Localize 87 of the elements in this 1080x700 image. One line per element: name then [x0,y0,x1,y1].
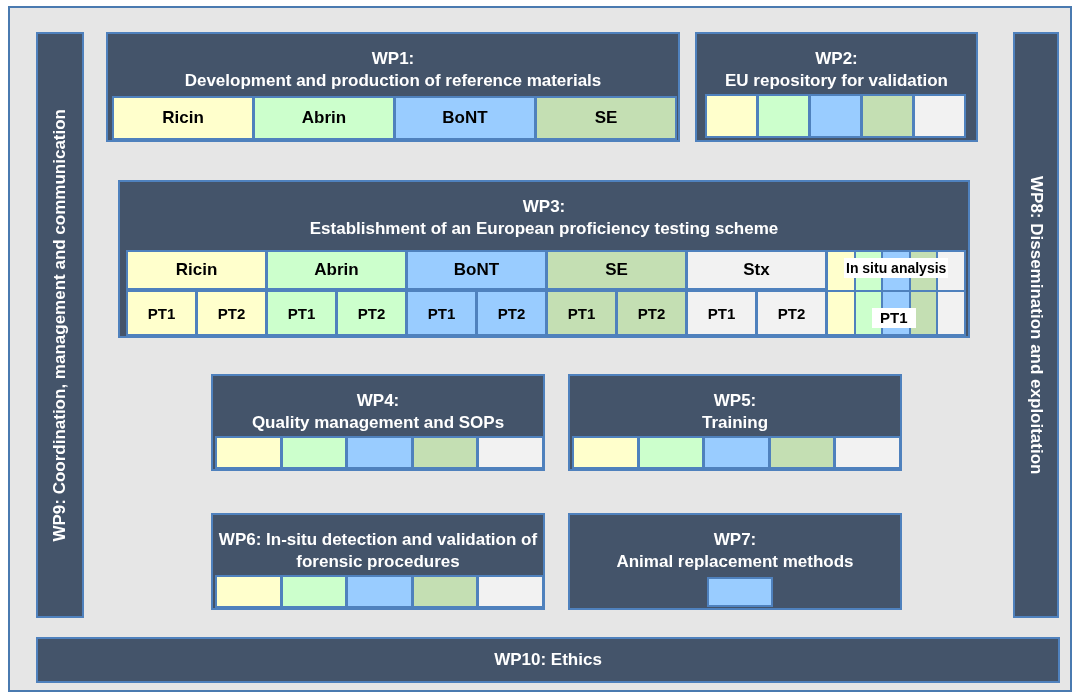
category-cell [336,290,407,336]
category-cell [546,250,687,290]
band-title: WP9: Coordination, management and communication [50,108,70,542]
category-cell [253,96,395,140]
cell-label: SE [594,108,618,128]
panel-title: WP6: In-situ detection and validation of forensic procedures [218,529,538,573]
color-swatch [572,436,639,469]
panel-title: Animal replacement methods [616,551,854,573]
color-swatch [477,575,544,608]
panel-title: WP4: [356,390,400,412]
panel-title: Quality management and SOPs [251,412,505,434]
color-swatch [346,575,413,608]
category-cell [535,96,677,140]
panel-title: WP1: [371,48,415,70]
panel-title: EU repository for validation [725,70,948,92]
band-title: WP8: Dissemination and exploitation [1026,175,1046,475]
panel-title: Development and production of reference materials [184,70,602,92]
cell-label: Stx [743,260,770,280]
color-swatch [705,94,758,138]
work-package-panel [118,180,970,338]
category-cell [476,290,547,336]
work-package-panel [211,513,545,610]
category-cell [686,290,757,336]
cell-label: Abrin [314,260,359,280]
category-cell [266,250,407,290]
work-package-panel [695,32,978,142]
color-swatch [411,575,478,608]
color-swatch [834,436,901,469]
color-swatch [280,575,347,608]
color-swatch [477,436,544,469]
category-cell [126,290,197,336]
cell-label: PT2 [217,304,246,322]
cell-label: PT2 [637,304,666,322]
cell-label: PT1 [707,304,736,322]
cell-label: Ricin [175,260,218,280]
cell-label: PT1 [147,304,176,322]
work-package-panel [568,513,902,610]
cell-label: SE [605,260,628,280]
cell-label: BoNT [453,260,500,280]
category-cell [756,290,827,336]
work-package-panel [211,374,545,471]
color-swatch [913,94,966,138]
color-swatch [703,436,770,469]
category-cell [406,250,547,290]
cell-label: Abrin [301,108,347,128]
panel-title: WP10: Ethics [494,649,602,671]
category-cell [406,290,477,336]
work-package-panel [106,32,680,142]
color-swatch [757,94,810,138]
category-cell [394,96,536,140]
color-swatch [809,94,862,138]
overlay-label: PT1 [872,308,916,328]
category-cell [616,290,687,336]
panel-title: Training [701,412,769,434]
category-cell [546,290,617,336]
color-swatch [346,436,413,469]
color-swatch [280,436,347,469]
color-swatch [861,94,914,138]
cell-label: PT1 [567,304,596,322]
panel-title: WP5: [713,390,757,412]
overlay-label: In situ analysis [844,258,949,278]
cell-label: BoNT [442,108,488,128]
cell-label: PT2 [497,304,526,322]
color-swatch [637,436,704,469]
bottom-band [36,637,1060,683]
panel-title: WP7: [713,529,757,551]
cell-label: Ricin [162,108,204,128]
category-cell [112,96,254,140]
color-swatch [707,577,773,607]
color-swatch [768,436,835,469]
category-cell [196,290,267,336]
category-cell [266,290,337,336]
work-package-panel [568,374,902,471]
cell-label: PT2 [357,304,386,322]
color-swatch [215,575,282,608]
category-cell [126,250,267,290]
panel-title: Establishment of an European proficiency testing scheme [309,218,779,240]
panel-title: WP3: [522,196,566,218]
category-cell [686,250,827,290]
cell-label: PT2 [777,304,806,322]
side-band [36,32,84,618]
color-swatch [215,436,282,469]
panel-title: WP2: [815,48,858,70]
color-swatch [411,436,478,469]
side-band [1013,32,1059,618]
cell-label: PT1 [287,304,316,322]
cell-label: PT1 [427,304,456,322]
